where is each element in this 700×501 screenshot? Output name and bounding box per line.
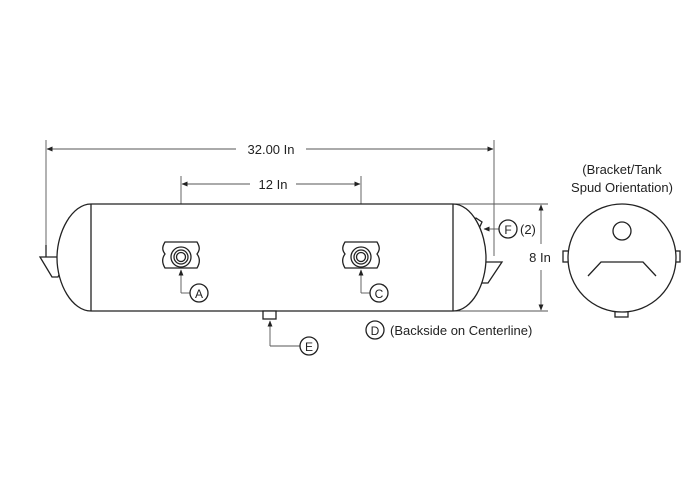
end-view-tank-circle <box>567 203 677 313</box>
tank-shell <box>56 203 487 312</box>
callout-f: F (2) <box>483 219 536 239</box>
callout-d-note: (Backside on Centerline) <box>390 323 532 338</box>
end-view-title-line2: Spud Orientation) <box>571 180 673 195</box>
spud-a-outer-ring <box>170 246 192 268</box>
callout-c: C <box>358 269 389 303</box>
spud-spacing-label: 12 In <box>259 177 288 192</box>
end-view: (Bracket/Tank Spud Orientation) <box>562 162 681 318</box>
end-view-title-line1: (Bracket/Tank <box>582 162 662 177</box>
callout-d: D (Backside on Centerline) <box>365 320 532 340</box>
tank-side-view <box>38 203 504 320</box>
spud-c-bore <box>355 251 367 263</box>
callout-a-bubble <box>189 283 209 303</box>
spud-c <box>342 241 380 269</box>
spud-a-bore <box>175 251 187 263</box>
callout-f-bubble <box>498 219 518 239</box>
diameter-dimension: 8 In <box>455 203 551 312</box>
callout-e-label: E <box>305 340 313 354</box>
callout-e-bubble <box>299 336 319 356</box>
overall-length-label: 32.00 In <box>248 142 295 157</box>
callout-f-quantity: (2) <box>520 222 536 237</box>
callout-f-label: F <box>504 223 511 237</box>
callout-e: E <box>267 320 319 356</box>
spud-a-inner-ring <box>173 249 189 265</box>
callout-c-label: C <box>375 287 384 301</box>
spud-c-inner-ring <box>353 249 369 265</box>
callout-a-label: A <box>195 287 203 301</box>
spud-c-outer-ring <box>350 246 372 268</box>
end-view-bracket <box>587 261 657 277</box>
callout-d-label: D <box>371 324 380 338</box>
bottom-spud-e <box>262 310 277 320</box>
callout-c-bubble <box>369 283 389 303</box>
spud-a <box>162 241 200 269</box>
callout-d-bubble <box>365 320 385 340</box>
overall-length-dimension: 32.00 In <box>45 140 495 256</box>
callout-a: A <box>178 269 209 303</box>
diameter-label: 8 In <box>529 250 551 265</box>
end-view-top-spud <box>612 221 632 241</box>
